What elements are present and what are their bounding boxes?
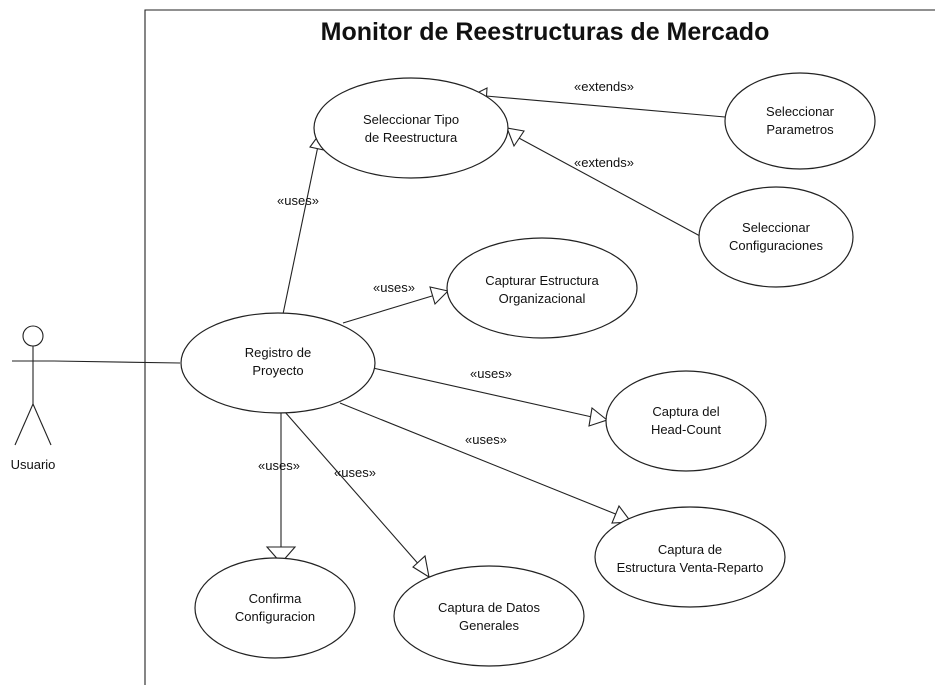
uses-headcount-line — [372, 367, 593, 418]
use-case-label-line1: Seleccionar — [766, 104, 835, 119]
uses-datos-generales-arrowhead — [412, 554, 430, 579]
association-line — [53, 360, 181, 364]
extends-parametros-line — [485, 95, 726, 118]
use-case-confirma-configuracion[interactable]: Confirma Configuracion — [194, 557, 356, 659]
use-case-label-line1: Seleccionar — [742, 220, 811, 235]
use-case-label-line1: Registro de — [245, 345, 311, 360]
use-case-label-line2: Organizacional — [499, 291, 586, 306]
extends-configuraciones-line — [516, 136, 701, 237]
relationship-labels: «extends» «extends» «uses» «uses» «uses»… — [258, 79, 634, 480]
uses-venta-reparto-label: «uses» — [465, 432, 507, 447]
use-case-label-line2: Estructura Venta-Reparto — [617, 560, 764, 575]
use-case-label-line2: Head-Count — [651, 422, 721, 437]
uses-venta-reparto-line — [339, 402, 619, 516]
uses-estructura-label: «uses» — [373, 280, 415, 295]
use-case-seleccionar-parametros[interactable]: Seleccionar Parametros — [724, 72, 876, 170]
use-case-label-line1: Captura de — [658, 542, 722, 557]
uses-estructura-arrowhead — [429, 286, 450, 306]
uses-estructura-line — [342, 295, 433, 324]
uses-tipo-label: «uses» — [277, 193, 319, 208]
system-boundary: Monitor de Reestructuras de Mercado — [144, 9, 935, 685]
use-case-label-line2: Proyecto — [252, 363, 303, 378]
use-case-captura-headcount[interactable]: Captura del Head-Count — [605, 370, 767, 472]
use-case-registro-proyecto[interactable]: Registro de Proyecto — [180, 312, 376, 414]
actor-usuario: Usuario — [11, 325, 56, 472]
uses-tipo-line — [282, 145, 319, 315]
actor-head — [22, 325, 44, 347]
uses-datos-generales-line — [284, 411, 422, 568]
extends-configuraciones-arrowhead — [506, 127, 525, 148]
use-case-label-line1: Seleccionar Tipo — [363, 112, 459, 127]
use-case-label-line2: Parametros — [766, 122, 834, 137]
actor-right-leg — [32, 403, 52, 446]
use-case-label-line1: Capturar Estructura — [485, 273, 599, 288]
use-case-captura-datos-generales[interactable]: Captura de Datos Generales — [393, 565, 585, 667]
use-case-label-line2: Generales — [459, 618, 519, 633]
use-case-label-line1: Captura de Datos — [438, 600, 540, 615]
use-case-label-line1: Captura del — [652, 404, 719, 419]
use-case-label-line2: de Reestructura — [365, 130, 458, 145]
system-title: Monitor de Reestructuras de Mercado — [321, 18, 770, 46]
uses-confirma-label: «uses» — [258, 458, 300, 473]
use-case-label-line2: Configuracion — [235, 609, 315, 624]
uses-headcount-label: «uses» — [470, 366, 512, 381]
use-case-seleccionar-configuraciones[interactable]: Seleccionar Configuraciones — [698, 186, 854, 288]
use-case-capturar-estructura[interactable]: Capturar Estructura Organizacional — [446, 237, 638, 339]
extends-configuraciones-label: «extends» — [574, 155, 634, 170]
use-case-seleccionar-tipo[interactable]: Seleccionar Tipo de Reestructura — [313, 77, 509, 179]
use-case-captura-venta-reparto[interactable]: Captura de Estructura Venta-Reparto — [594, 506, 786, 608]
use-case-label-line1: Confirma — [249, 591, 303, 606]
uses-headcount-arrowhead — [588, 406, 609, 427]
actor-name: Usuario — [11, 457, 56, 472]
actor-left-leg — [14, 403, 34, 446]
extends-parametros-label: «extends» — [574, 79, 634, 94]
use-case-label-line2: Configuraciones — [729, 238, 823, 253]
uses-confirma-arrowhead — [265, 546, 297, 564]
uses-datos-generales-label: «uses» — [334, 465, 376, 480]
